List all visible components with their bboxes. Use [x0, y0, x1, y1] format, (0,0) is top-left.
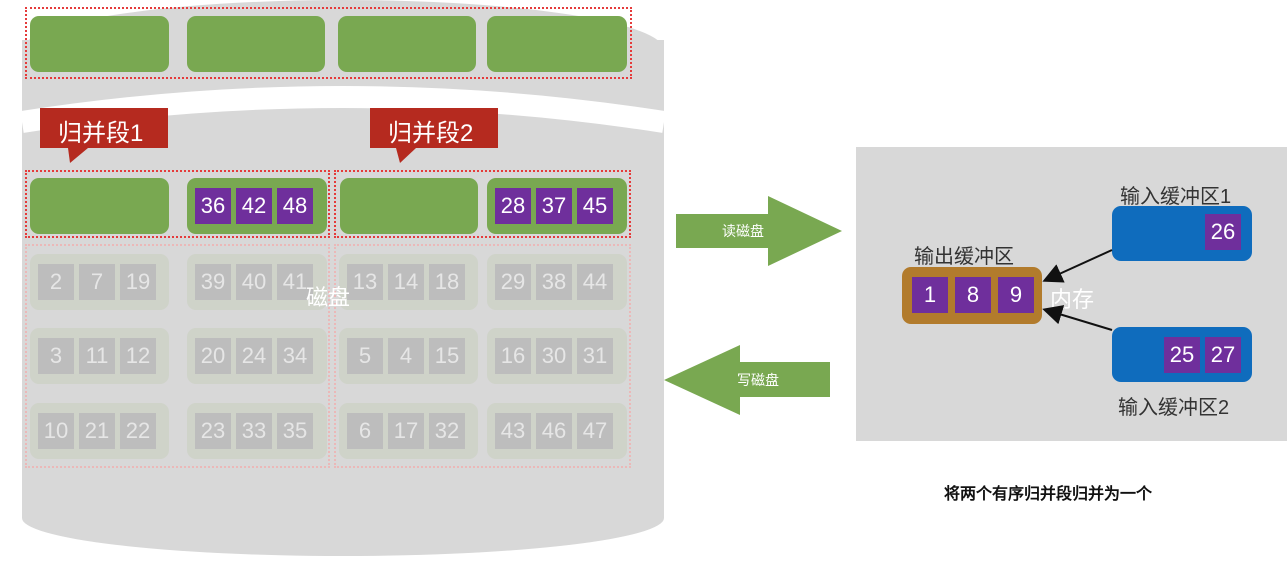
value-cell: 2: [38, 264, 74, 300]
input-buffer-1-label: 输入缓冲区1: [1120, 186, 1232, 208]
value-cell: 39: [195, 264, 231, 300]
caption: 将两个有序归并段归并为一个: [944, 486, 1153, 503]
value-cell: 7: [79, 264, 115, 300]
value-cell: 9: [998, 277, 1034, 313]
input-buffer-2-values: 25 27: [1164, 337, 1241, 373]
write-disk-arrow: [664, 345, 830, 415]
value-cell: 20: [195, 338, 231, 374]
value-cell: 17: [388, 413, 424, 449]
value-cell: 38: [536, 264, 572, 300]
value-cell: 27: [1205, 337, 1241, 373]
seg1-block-2-values: 36 42 48: [195, 188, 313, 224]
seg2-block-1: [340, 178, 478, 234]
value-cell: 15: [429, 338, 465, 374]
input-buffer-2-label: 输入缓冲区2: [1118, 397, 1230, 419]
value-cell: 14: [388, 264, 424, 300]
seg2-block-2-values: 28 37 45: [495, 188, 613, 224]
top-block-3: [338, 16, 476, 72]
merge-segment-1-label: 归并段1: [58, 120, 144, 147]
value-cell: 10: [38, 413, 74, 449]
value-cell: 46: [536, 413, 572, 449]
write-disk-label: 写磁盘: [737, 372, 779, 388]
value-cell: 35: [277, 413, 313, 449]
value-cell: 30: [536, 338, 572, 374]
value-cell: 3: [38, 338, 74, 374]
top-block-outline: [25, 7, 632, 79]
value-cell: 29: [495, 264, 531, 300]
value-cell: 4: [388, 338, 424, 374]
top-block-4: [487, 16, 627, 72]
output-buffer-values: 1 8 9: [912, 277, 1034, 313]
merge-segment-1-callout: [40, 108, 168, 163]
output-buffer-label: 输出缓冲区: [914, 246, 1014, 268]
value-cell: 8: [955, 277, 991, 313]
value-cell: 28: [495, 188, 531, 224]
value-cell: 1: [912, 277, 948, 313]
value-cell: 45: [577, 188, 613, 224]
value-cell: 33: [236, 413, 272, 449]
value-cell: 26: [1205, 214, 1241, 250]
value-cell: 25: [1164, 337, 1200, 373]
buffer-arrows: [1042, 249, 1113, 331]
value-cell: 34: [277, 338, 313, 374]
seg1-block-1: [30, 178, 169, 234]
merge-segment-2-outline: [334, 170, 631, 238]
value-cell: 23: [195, 413, 231, 449]
value-cell: 47: [577, 413, 613, 449]
faded-segment-1-outline: [25, 244, 330, 468]
value-cell: 44: [577, 264, 613, 300]
value-cell: 43: [495, 413, 531, 449]
value-cell: 11: [79, 338, 115, 374]
value-cell: 21: [79, 413, 115, 449]
top-block-1: [30, 16, 169, 72]
value-cell: 18: [429, 264, 465, 300]
merge-segment-2-callout: [370, 108, 498, 163]
top-block-2: [187, 16, 325, 72]
read-disk-arrow: [676, 196, 842, 266]
merge-segment-1-outline: [25, 170, 330, 238]
value-cell: 48: [277, 188, 313, 224]
value-cell: 24: [236, 338, 272, 374]
value-cell: 42: [236, 188, 272, 224]
value-cell: 13: [347, 264, 383, 300]
merge-segment-2-label: 归并段2: [388, 120, 474, 147]
value-cell: 32: [429, 413, 465, 449]
value-cell: 19: [120, 264, 156, 300]
value-cell: 37: [536, 188, 572, 224]
value-cell: 12: [120, 338, 156, 374]
faded-segment-2-outline: [334, 244, 631, 468]
value-cell: 16: [495, 338, 531, 374]
value-cell: 36: [195, 188, 231, 224]
value-cell: 31: [577, 338, 613, 374]
read-disk-label: 读磁盘: [722, 223, 764, 239]
value-cell: 22: [120, 413, 156, 449]
value-cell: 40: [236, 264, 272, 300]
disk-label: 磁盘: [306, 285, 351, 310]
value-cell: 6: [347, 413, 383, 449]
value-cell: 41: [277, 264, 313, 300]
value-cell: 5: [347, 338, 383, 374]
input-buffer-1-values: 26: [1205, 214, 1241, 250]
